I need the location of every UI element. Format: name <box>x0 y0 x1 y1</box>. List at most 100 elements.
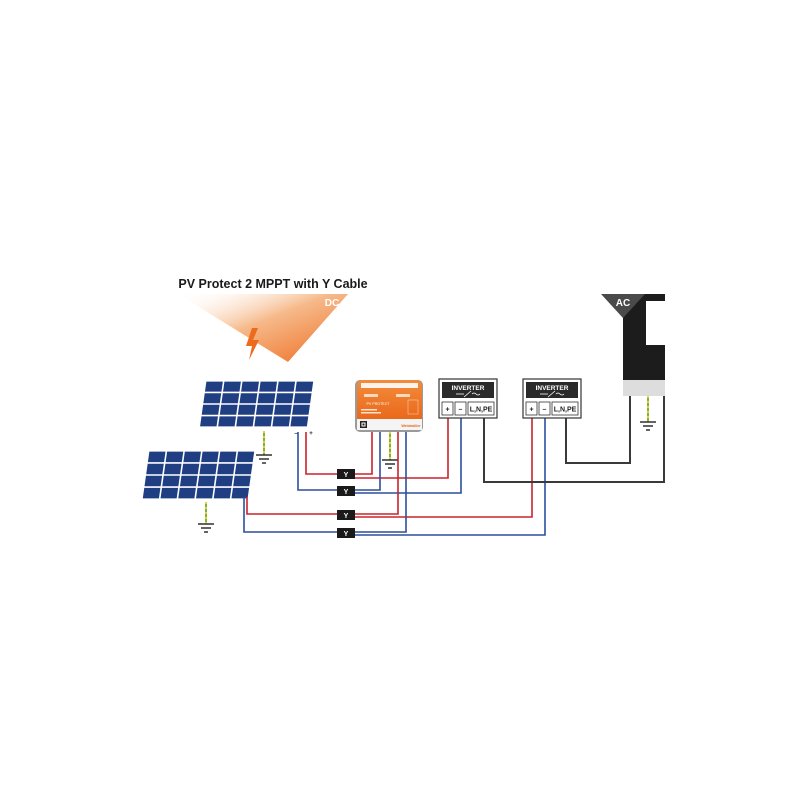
solar-cell <box>239 393 258 404</box>
solar-cell <box>179 475 198 487</box>
solar-cell <box>218 451 237 463</box>
ground-icon <box>640 396 656 431</box>
solar-cell <box>165 451 184 463</box>
solar-cell <box>215 475 234 487</box>
solar-cell <box>204 381 223 392</box>
inverter-minus: – <box>543 407 547 414</box>
wire-ac-inverter1 <box>483 396 665 483</box>
wire-red-device <box>355 428 373 475</box>
y-connector-label: Y <box>344 472 349 479</box>
solar-cell <box>142 487 161 499</box>
ac-label: AC <box>616 298 630 309</box>
solar-cell <box>233 475 251 487</box>
solar-cell <box>275 393 294 404</box>
y-connector: Y <box>337 510 355 520</box>
y-connector: Y <box>337 528 355 538</box>
ground-icon <box>256 431 272 464</box>
wire-blue-panel2 <box>243 497 337 533</box>
solar-cell <box>203 393 222 404</box>
inverter-ac-terminal: L,N,PE <box>470 407 493 414</box>
qr-code-icon <box>360 421 367 428</box>
solar-panel-2 <box>140 450 256 500</box>
wire-ac-inverter2 <box>565 396 631 464</box>
solar-cell <box>272 416 291 427</box>
solar-cell <box>237 404 256 415</box>
lightning-icon <box>246 328 259 360</box>
solar-cell <box>162 475 180 487</box>
inverter-minus: – <box>459 407 463 414</box>
solar-cell <box>234 463 253 475</box>
ac-grid-box: AC <box>601 294 665 396</box>
wire-blue-panel1 <box>297 432 337 491</box>
panel1-minus-terminal: – <box>294 431 298 437</box>
solar-cell <box>201 451 219 463</box>
solar-cells <box>200 381 314 427</box>
wire-blue-device2 <box>355 428 407 533</box>
solar-cell <box>195 487 214 499</box>
solar-cell <box>255 404 274 415</box>
solar-cell <box>219 404 238 415</box>
inverter-plus: + <box>529 407 533 414</box>
inverter-label: INVERTER <box>536 385 569 392</box>
solar-cell <box>178 487 196 499</box>
inverter-symbol-icon <box>540 390 565 398</box>
solar-cell <box>144 475 163 487</box>
wire-red-panel2 <box>246 497 337 515</box>
device-name: PV PROTECT <box>367 402 391 406</box>
wire-blue-to-inverter1 <box>355 418 462 494</box>
inverter-label: INVERTER <box>452 385 485 392</box>
solar-cell <box>292 404 310 415</box>
solar-cell <box>293 393 312 404</box>
wire-red-to-inverter2 <box>355 418 533 518</box>
panel1-plus-terminal: + <box>309 431 313 437</box>
y-connector-label: Y <box>344 513 349 520</box>
solar-cell <box>254 416 273 427</box>
solar-cell <box>236 416 255 427</box>
solar-cell <box>160 487 179 499</box>
dc-label: DC <box>325 298 339 309</box>
ground-icon <box>198 502 214 533</box>
y-connector-label: Y <box>344 489 349 496</box>
device-brand: Weidmüller <box>401 424 421 428</box>
wire-red-device2 <box>355 428 399 515</box>
solar-cell <box>277 381 296 392</box>
y-connector-label: Y <box>344 531 349 538</box>
solar-cell <box>257 393 276 404</box>
wire-red-panel1 <box>305 432 337 475</box>
solar-cell <box>223 381 241 392</box>
solar-cell <box>221 393 240 404</box>
inverter-ac-terminal: L,N,PE <box>554 407 577 414</box>
solar-cell <box>231 487 250 499</box>
y-connector: Y <box>337 469 355 479</box>
inverter-plus: + <box>445 407 449 414</box>
y-connector: Y <box>337 486 355 496</box>
ground-icon <box>382 432 398 469</box>
inverter-symbol-icon <box>456 390 481 398</box>
inverter-1: INVERTER + – L,N,PE <box>438 378 498 419</box>
solar-cell <box>295 381 314 392</box>
solar-cell <box>183 451 201 463</box>
solar-cell <box>197 475 216 487</box>
solar-cell <box>273 404 292 415</box>
solar-cell <box>259 381 278 392</box>
inverter-2: INVERTER + – L,N,PE <box>522 378 582 419</box>
wire-red-to-inverter1 <box>355 418 449 479</box>
solar-cell <box>163 463 182 475</box>
solar-cell <box>146 463 164 475</box>
solar-cell <box>181 463 200 475</box>
ac-wiring <box>483 396 665 483</box>
diagram-title: PV Protect 2 MPPT with Y Cable <box>178 277 367 291</box>
solar-cell <box>218 416 237 427</box>
solar-cell <box>236 451 255 463</box>
wire-blue-to-inverter2 <box>355 418 546 536</box>
pv-protect-device: PV PROTECT Weidmüller <box>355 380 423 432</box>
solar-cell <box>147 451 166 463</box>
solar-panel-1 <box>198 380 315 428</box>
solar-cell <box>199 463 218 475</box>
solar-cell <box>290 416 309 427</box>
solar-cell <box>217 463 235 475</box>
dc-surge-wedge: DC <box>178 294 348 362</box>
solar-cell <box>200 416 218 427</box>
solar-cell <box>201 404 220 415</box>
